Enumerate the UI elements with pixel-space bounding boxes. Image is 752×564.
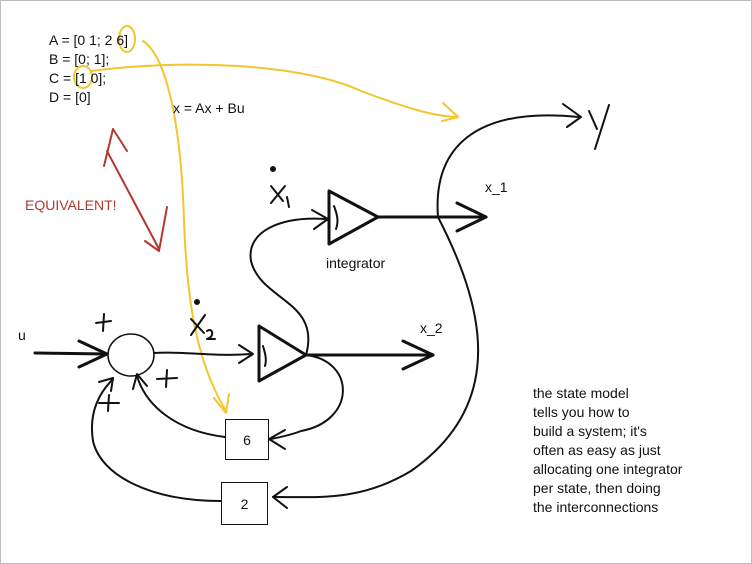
summing-junction <box>107 333 155 377</box>
highlight-circle-6 <box>118 25 136 53</box>
plus-input <box>95 313 112 332</box>
matrix-d: D = [0] <box>49 89 91 105</box>
state-equation: x = Ax + Bu <box>173 100 245 116</box>
x1-to-y-line <box>436 114 580 218</box>
x2-to-integrator1-line <box>249 217 327 356</box>
arrow-6-to-gain <box>142 40 227 412</box>
y-glyph <box>588 104 610 150</box>
gain-block-6: 6 <box>225 419 269 460</box>
x2-to-gain6-line <box>270 354 344 440</box>
integrator2-triangle <box>257 324 308 383</box>
x1-label: x_1 <box>485 179 508 195</box>
note-line: the state model <box>533 385 629 401</box>
arrowhead-output <box>441 102 459 122</box>
plus-gain6 <box>156 369 178 388</box>
matrix-a: A = [0 1; 2 6] <box>49 32 129 48</box>
arrow-c-to-output <box>90 63 457 118</box>
matrix-c: C = [1 0]; <box>49 70 107 86</box>
note-line: build a system; it's <box>533 423 647 439</box>
input-arrowhead <box>77 339 109 369</box>
integrator1-symbol <box>333 205 339 230</box>
note-line: per state, then doing <box>533 480 661 496</box>
matrix-b: B = [0; 1]; <box>49 51 110 67</box>
gain-block-2: 2 <box>221 482 268 525</box>
highlight-circle-1 <box>73 65 93 89</box>
input-u-label: u <box>18 327 26 343</box>
note-line: allocating one integrator <box>533 461 683 477</box>
arrowhead-gain <box>213 393 230 414</box>
highlight-annotations <box>73 25 459 414</box>
note-line: the interconnections <box>533 499 659 515</box>
x2-dot-label <box>190 314 216 340</box>
input-line <box>33 351 109 356</box>
block-diagram <box>33 103 610 509</box>
integrator-label: integrator <box>326 255 386 271</box>
integrator1-triangle <box>327 189 380 246</box>
x2-label: x_2 <box>420 320 443 336</box>
integrator2-symbol <box>262 345 267 367</box>
plus-gain2 <box>98 394 120 412</box>
explanation-note: the state model tells you how to build a… <box>533 384 682 517</box>
x1-to-gain2-line <box>272 216 480 499</box>
note-line: often as easy as just <box>533 442 661 458</box>
gain2-to-sum-line <box>90 378 222 502</box>
equivalent-label: EQUIVALENT! <box>25 197 117 213</box>
sum-to-integrator2-line <box>153 351 252 356</box>
equivalence-arrow <box>103 128 168 252</box>
x1-dot-label <box>270 185 290 208</box>
note-line: tells you how to <box>533 404 630 420</box>
gain6-to-sum-line <box>136 375 226 438</box>
